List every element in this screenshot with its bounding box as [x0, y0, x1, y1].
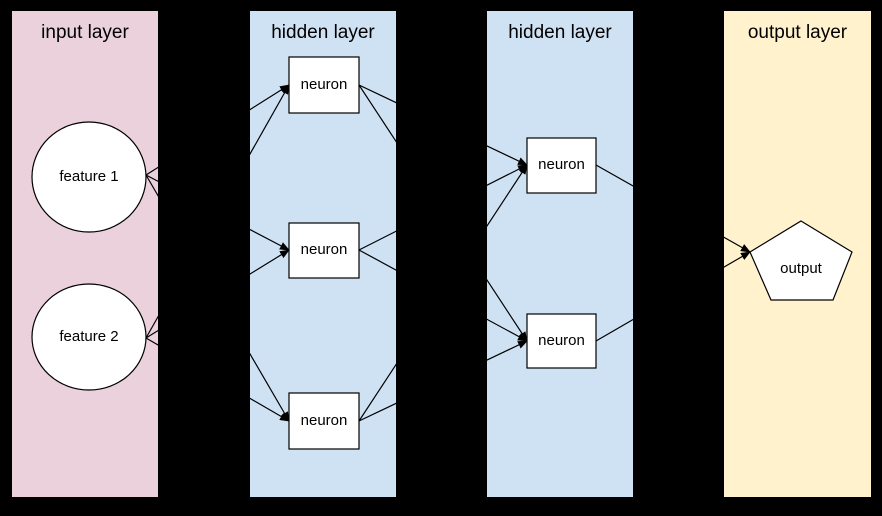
edges-group — [145, 84, 751, 422]
node-feature1-circle — [31, 121, 147, 233]
panel-input-layer — [12, 11, 158, 497]
hidden-layer-1-title: hidden layer — [271, 22, 375, 43]
node-output-pentagon — [749, 220, 853, 301]
hidden-layer-2-title: hidden layer — [508, 22, 612, 43]
node-h1n1-rect — [288, 56, 360, 114]
feature2-label: feature 2 — [59, 328, 119, 345]
node-h2n1-rect — [526, 137, 597, 194]
h2n2-label: neuron — [538, 332, 585, 349]
node-h1n3-rect — [288, 392, 360, 450]
node-h2n2-rect — [526, 313, 597, 369]
node-h1n2-rect — [288, 222, 360, 279]
input-layer-title: input layer — [41, 22, 129, 43]
output-label: output — [780, 260, 822, 277]
feature1-label: feature 1 — [59, 168, 119, 185]
node-feature2-circle — [31, 283, 147, 391]
output-layer-title: output layer — [747, 22, 848, 43]
h1n1-label: neuron — [300, 76, 348, 93]
panel-hidden-layer-2 — [487, 11, 633, 497]
h1n3-label: neuron — [300, 412, 348, 429]
h1n2-label: neuron — [300, 241, 348, 258]
h2n1-label: neuron — [538, 156, 585, 173]
